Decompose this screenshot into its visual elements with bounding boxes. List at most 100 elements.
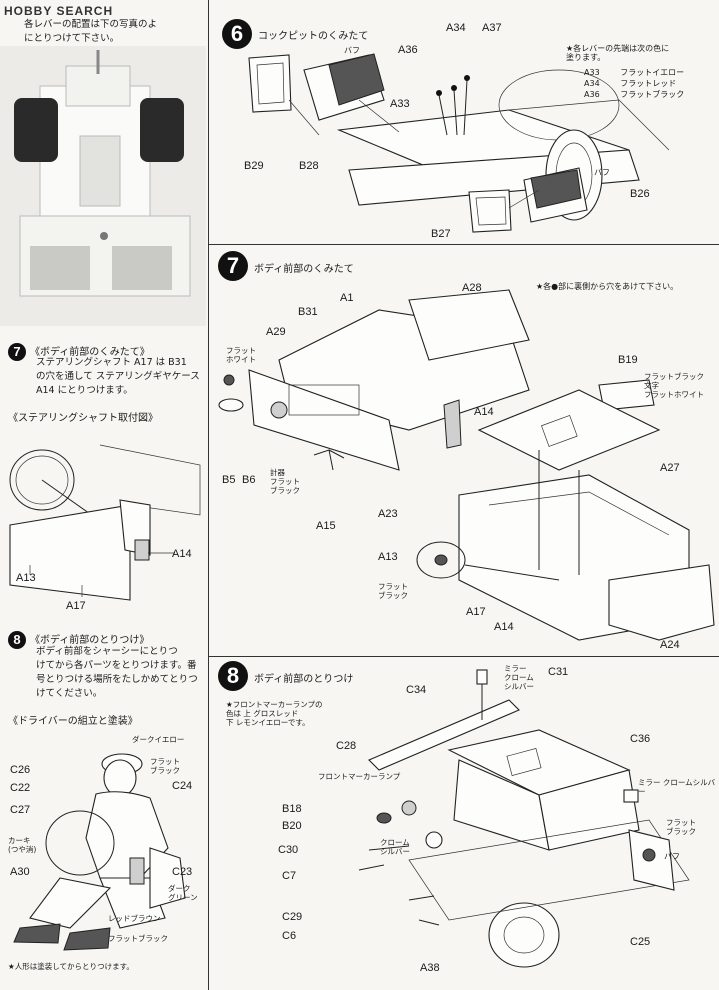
intro-text: 各レバーの配置は下の写真のよ にとりつけて下さい。 bbox=[24, 19, 158, 44]
lever-note-row-1: A33 フラットイエロー bbox=[584, 67, 684, 78]
label-a38: A38 bbox=[420, 962, 440, 974]
left-step8-text: ボディ前部をシャーシーにとりつ けてから各パーツをとりつけます。番 号とりつける… bbox=[36, 646, 198, 699]
label-c23: C23 bbox=[172, 866, 193, 878]
label-buff-1: バフ bbox=[344, 46, 360, 55]
label-buff-2: バフ bbox=[594, 168, 610, 177]
step7-hole-note: ★各●部に裏側から穴をあけて下さい。 bbox=[536, 282, 679, 291]
step6-diagram bbox=[248, 53, 670, 233]
column-divider bbox=[208, 0, 209, 990]
label-dark-green: ダーク グリーン bbox=[168, 884, 198, 902]
left-step8-title: 《ボディ前部のとりつけ》 bbox=[30, 635, 150, 646]
steering-diagram bbox=[9, 444, 201, 601]
label-a17-step7: A17 bbox=[466, 606, 486, 618]
label-b5: B5 bbox=[222, 474, 236, 486]
label-b20: B20 bbox=[282, 820, 302, 832]
label-b18: B18 bbox=[282, 803, 302, 815]
label-mirror-2: ミラー クロームシルバー bbox=[638, 778, 716, 796]
lever-note-color: フラットイエロー bbox=[620, 68, 685, 77]
label-c6: C6 bbox=[282, 930, 297, 942]
label-c28: C28 bbox=[336, 740, 357, 752]
step8-badge: 8 bbox=[218, 661, 248, 691]
label-red-brown: レッドブラウン bbox=[108, 914, 161, 923]
label-front-marker: フロントマーカーランプ bbox=[318, 772, 401, 781]
driver-subtitle: 《ドライバーの組立と塗装》 bbox=[8, 716, 138, 727]
label-khaki: カーキ (つや消) bbox=[8, 836, 37, 854]
lever-note-color: フラットブラック bbox=[620, 90, 685, 99]
label-mirror-1: ミラー クローム シルバー bbox=[504, 664, 534, 691]
left-step7-text: ステアリングシャフト A17 は B31 の穴を通して ステアリングギヤケース … bbox=[36, 357, 200, 396]
label-a1: A1 bbox=[340, 292, 354, 304]
label-c22: C22 bbox=[10, 782, 31, 794]
label-buff-step8: バフ bbox=[664, 852, 680, 861]
step8-diagram bbox=[358, 669, 690, 968]
label-flat-black-step7: フラット ブラック bbox=[378, 582, 408, 600]
step8-title: ボディ前部のとりつけ bbox=[254, 674, 354, 685]
left-step7-badge: 7 bbox=[8, 343, 26, 361]
driver-footnote: ★人形は塗装してからとりつけます。 bbox=[8, 962, 134, 971]
label-a14b-step7: A14 bbox=[494, 621, 514, 633]
label-b31: B31 bbox=[298, 306, 318, 318]
label-a24: A24 bbox=[660, 639, 680, 651]
label-gauge: 計器 フラット ブラック bbox=[270, 468, 300, 495]
step7-badge: 7 bbox=[218, 251, 248, 281]
label-c27: C27 bbox=[10, 804, 31, 816]
label-a34: A34 bbox=[446, 22, 466, 34]
label-flat-black-driver-1: フラット ブラック bbox=[150, 757, 180, 775]
step7-diagram bbox=[218, 289, 715, 641]
lever-note-row-3: A36 フラットブラック bbox=[584, 89, 684, 100]
lever-note-heading: ★各レバーの先端は次の色に 塗ります。 bbox=[566, 44, 670, 62]
watermark: HOBBY SEARCH bbox=[4, 4, 114, 18]
step6-divider bbox=[209, 244, 719, 245]
label-flat-black-driver-2: フラットブラック bbox=[108, 934, 168, 943]
label-c7: C7 bbox=[282, 870, 297, 882]
label-a14-left: A14 bbox=[172, 548, 192, 560]
steering-shaft-subtitle: 《ステアリングシャフト取付図》 bbox=[8, 413, 158, 424]
lever-note-part: A33 bbox=[584, 68, 600, 77]
lever-note-row-2: A34 フラットレッド bbox=[584, 78, 676, 89]
label-dark-yellow: ダークイエロー bbox=[132, 735, 185, 744]
label-a37: A37 bbox=[482, 22, 502, 34]
label-chrome: クローム シルバー bbox=[380, 838, 410, 856]
step6-title: コックピットのくみたて bbox=[258, 31, 369, 42]
label-a30: A30 bbox=[10, 866, 30, 878]
label-a13-step7: A13 bbox=[378, 551, 398, 563]
step6-badge: 6 bbox=[222, 19, 252, 49]
label-c24: C24 bbox=[172, 780, 193, 792]
label-b27: B27 bbox=[431, 228, 451, 240]
label-a15: A15 bbox=[316, 520, 336, 532]
chassis-photo bbox=[0, 46, 206, 326]
label-a28: A28 bbox=[462, 282, 482, 294]
label-b6: B6 bbox=[242, 474, 256, 486]
label-c25: C25 bbox=[630, 936, 651, 948]
label-a36: A36 bbox=[398, 44, 418, 56]
label-flat-black-step8: フラット ブラック bbox=[666, 818, 696, 836]
step7-title: ボディ前部のくみたて bbox=[254, 264, 354, 275]
lever-note-part: A34 bbox=[584, 79, 600, 88]
label-a27: A27 bbox=[660, 462, 680, 474]
label-flat-white: フラット ホワイト bbox=[226, 346, 256, 364]
label-b26: B26 bbox=[630, 188, 650, 200]
step8-marker-note: ★フロントマーカーランプの 色は 上 グロスレッド 下 レモンイエローです。 bbox=[226, 700, 323, 727]
left-step8-badge: 8 bbox=[8, 631, 26, 649]
driver-figure bbox=[13, 753, 186, 951]
label-b29: B29 bbox=[244, 160, 264, 172]
label-c36: C36 bbox=[630, 733, 651, 745]
label-a13-left: A13 bbox=[16, 572, 36, 584]
lever-note-color: フラットレッド bbox=[620, 79, 677, 88]
label-c26: C26 bbox=[10, 764, 31, 776]
label-a14-step7: A14 bbox=[474, 406, 494, 418]
label-c31: C31 bbox=[548, 666, 569, 678]
label-b28: B28 bbox=[299, 160, 319, 172]
label-b19: B19 bbox=[618, 354, 638, 366]
label-c34: C34 bbox=[406, 684, 427, 696]
label-c30: C30 bbox=[278, 844, 299, 856]
step7-divider bbox=[209, 656, 719, 657]
label-b19-colors: フラットブラック 文字 フラットホワイト bbox=[644, 372, 704, 399]
left-step7-title: 《ボディ前部のくみたて》 bbox=[30, 347, 150, 358]
label-a33: A33 bbox=[390, 98, 410, 110]
lever-note-part: A36 bbox=[584, 90, 600, 99]
label-c29: C29 bbox=[282, 911, 303, 923]
label-a17-left: A17 bbox=[66, 600, 86, 612]
label-a29: A29 bbox=[266, 326, 286, 338]
label-a23: A23 bbox=[378, 508, 398, 520]
